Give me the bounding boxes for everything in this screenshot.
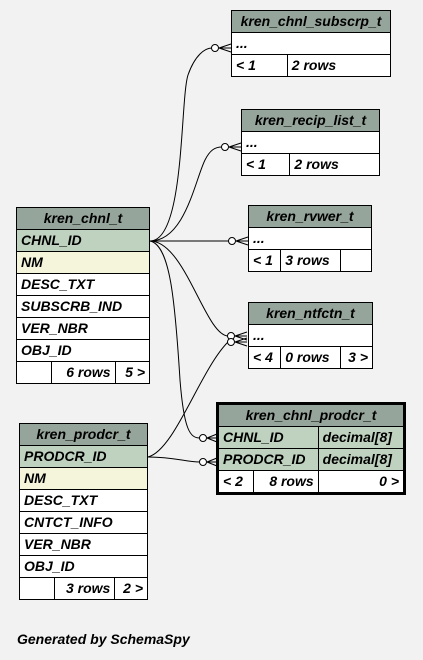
relation-chnl-chnlprodcr bbox=[149, 240, 201, 439]
relation-prodcr-ntfctn bbox=[147, 341, 229, 458]
fk-end-circle bbox=[221, 143, 229, 151]
table-title[interactable]: kren_ntfctn_t bbox=[248, 302, 373, 325]
fk-end-circle bbox=[211, 44, 219, 52]
column-indexed[interactable]: NM bbox=[19, 467, 148, 490]
column-ellipsis: ... bbox=[231, 32, 391, 55]
table-kren-prodcr-t[interactable]: kren_prodcr_t PRODCR_ID NM DESC_TXT CNTC… bbox=[19, 423, 148, 600]
children-count: 5 > bbox=[114, 361, 151, 384]
column-ellipsis: ... bbox=[248, 227, 372, 250]
table-title[interactable]: kren_rvwer_t bbox=[248, 205, 372, 228]
parents-count: < 1 bbox=[247, 249, 282, 272]
crows-foot bbox=[218, 43, 232, 53]
children-count: 0 > bbox=[317, 470, 406, 494]
crows-foot bbox=[228, 142, 242, 152]
crows-foot bbox=[206, 433, 218, 443]
column[interactable]: OBJ_ID bbox=[19, 555, 148, 578]
row-count: 3 rows bbox=[53, 577, 116, 600]
column[interactable]: OBJ_ID bbox=[16, 339, 150, 362]
crows-foot bbox=[235, 236, 249, 246]
table-kren-chnl-subscrp-t[interactable]: kren_chnl_subscrp_t ... < 1 2 rows bbox=[231, 10, 392, 77]
table-title[interactable]: kren_chnl_prodcr_t bbox=[217, 403, 405, 427]
column-primary-key[interactable]: PRODCR_ID bbox=[217, 448, 319, 471]
parents-count: < 4 bbox=[247, 346, 282, 369]
relation-prodcr-chnlprodcr bbox=[147, 456, 201, 463]
fk-end-circle bbox=[199, 434, 207, 442]
table-kren-rvwer-t[interactable]: kren_rvwer_t ... < 1 3 rows bbox=[247, 205, 372, 272]
table-kren-recip-list-t[interactable]: kren_recip_list_t ... < 1 2 rows bbox=[240, 109, 380, 176]
parents-count: < 1 bbox=[231, 54, 288, 77]
parents-count: < 2 bbox=[216, 470, 255, 494]
relation-chnl-subscrp bbox=[149, 47, 213, 242]
column[interactable]: DESC_TXT bbox=[16, 273, 150, 296]
children-count bbox=[340, 249, 372, 272]
row-count: 6 rows bbox=[51, 361, 116, 384]
fk-end-circle bbox=[227, 338, 235, 346]
table-kren-chnl-prodcr-t[interactable]: kren_chnl_prodcr_t CHNL_ID decimal[8] PR… bbox=[216, 402, 406, 495]
table-title[interactable]: kren_recip_list_t bbox=[241, 109, 380, 132]
column-ellipsis: ... bbox=[241, 131, 380, 154]
children-count: 3 > bbox=[339, 346, 374, 369]
row-count: 3 rows bbox=[280, 249, 341, 272]
crows-foot bbox=[206, 457, 218, 467]
column[interactable]: VER_NBR bbox=[16, 317, 150, 340]
children-count: 2 > bbox=[114, 577, 148, 600]
column-type: decimal[8] bbox=[317, 448, 406, 471]
relation-chnl-recip bbox=[149, 146, 223, 242]
crows-foot bbox=[234, 337, 248, 347]
row-count: 8 rows bbox=[253, 470, 319, 494]
table-title[interactable]: kren_chnl_subscrp_t bbox=[231, 10, 391, 33]
parents-count bbox=[16, 361, 52, 384]
column[interactable]: CNTCT_INFO bbox=[19, 511, 148, 534]
row-count: 0 rows bbox=[280, 346, 341, 369]
table-title[interactable]: kren_prodcr_t bbox=[19, 423, 148, 446]
parents-count bbox=[19, 577, 55, 600]
crows-foot bbox=[234, 331, 248, 341]
fk-end-circle bbox=[199, 458, 207, 466]
table-kren-chnl-t[interactable]: kren_chnl_t CHNL_ID NM DESC_TXT SUBSCRB_… bbox=[16, 207, 151, 384]
parents-count: < 1 bbox=[240, 153, 291, 176]
column-indexed[interactable]: NM bbox=[16, 251, 150, 274]
table-title[interactable]: kren_chnl_t bbox=[16, 207, 150, 230]
generated-by-footer: Generated by SchemaSpy bbox=[17, 631, 190, 647]
row-count: 2 rows bbox=[286, 54, 392, 77]
column[interactable]: DESC_TXT bbox=[19, 489, 148, 512]
column-type: decimal[8] bbox=[317, 426, 406, 449]
column-primary-key[interactable]: CHNL_ID bbox=[217, 426, 319, 449]
column-primary-key[interactable]: PRODCR_ID bbox=[19, 445, 148, 468]
fk-end-circle bbox=[228, 237, 236, 245]
column-ellipsis: ... bbox=[248, 324, 373, 347]
column[interactable]: SUBSCRB_IND bbox=[16, 295, 150, 318]
column[interactable]: VER_NBR bbox=[19, 533, 148, 556]
row-count: 2 rows bbox=[289, 153, 380, 176]
table-kren-ntfctn-t[interactable]: kren_ntfctn_t ... < 4 0 rows 3 > bbox=[247, 302, 374, 369]
relation-chnl-ntfctn bbox=[149, 240, 229, 337]
column-primary-key[interactable]: CHNL_ID bbox=[16, 229, 150, 252]
